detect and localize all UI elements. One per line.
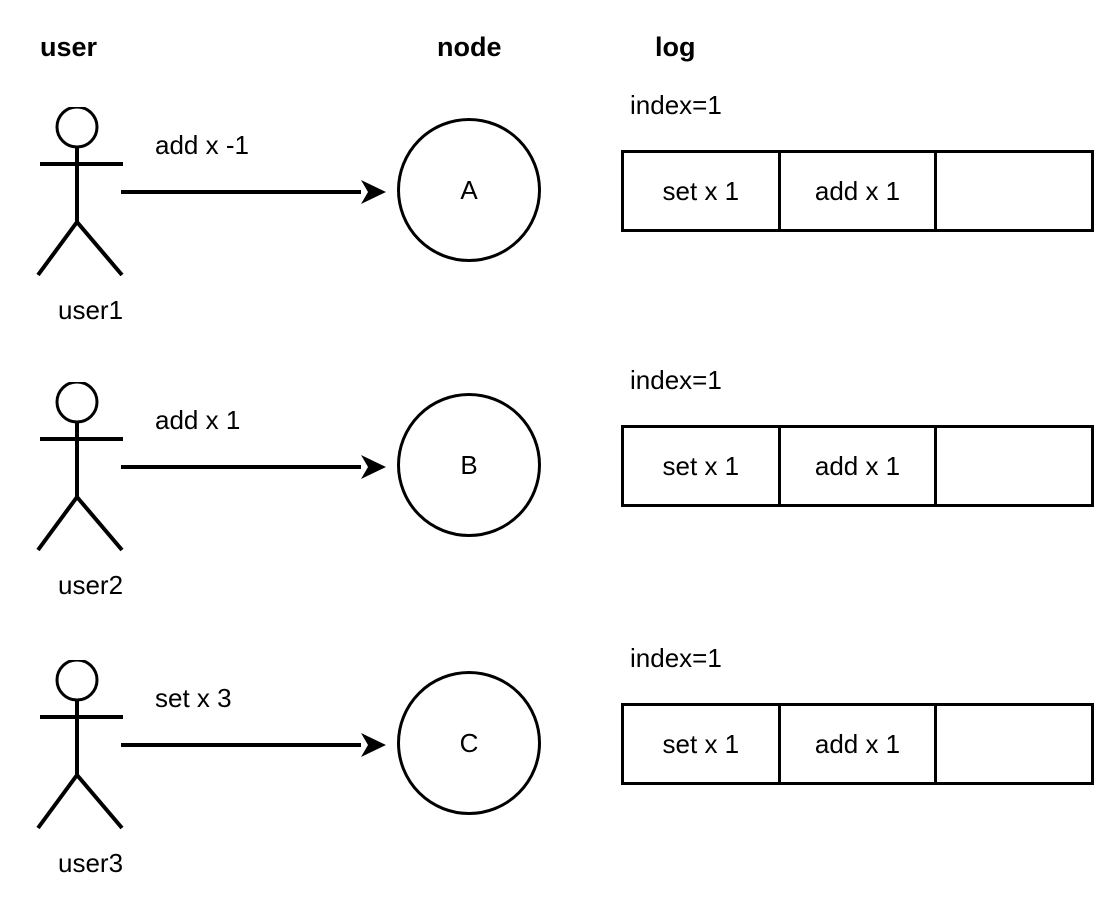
arrow-right-icon [121,730,386,760]
node-label: A [460,175,478,205]
stick-figure-icon [20,382,180,562]
node-a: A [397,118,541,262]
log-table: set x 1 add x 1 [621,150,1094,232]
message-label: set x 3 [155,683,232,713]
log-cell: set x 1 [624,706,781,782]
actor-user2: user2 [20,382,180,600]
stick-figure-icon [20,660,180,840]
column-header-log: log [655,32,696,62]
arrow-right-icon [121,177,386,207]
log-cell: add x 1 [781,706,938,782]
message-arrow-user3-to-c [121,730,386,760]
log-index-label: index=1 [630,90,722,120]
node-circle [397,671,541,815]
message-arrow-user1-to-a [121,177,386,207]
actor-label: user2 [58,570,124,600]
diagram-row: user1 add x -1 A index=1 set x 1 add x 1 [0,90,1118,382]
stick-figure-icon [20,107,180,287]
column-header-user: user [40,32,98,62]
node-circle [397,118,541,262]
log-cell: set x 1 [624,428,781,504]
node-circle [397,393,541,537]
log-table: set x 1 add x 1 [621,425,1094,507]
node-b: B [397,393,541,537]
message-label: add x 1 [155,405,241,435]
arrow-right-icon [121,452,386,482]
actor-user3: user3 [20,660,180,878]
column-header-node: node [437,32,502,62]
actor-user1: user1 [20,107,180,325]
log-index-label: index=1 [630,643,722,673]
message-label: add x -1 [155,130,249,160]
log-table: set x 1 add x 1 [621,703,1094,785]
node-label: C [459,728,479,758]
actor-label: user1 [58,295,124,325]
log-cell-empty [937,153,1091,229]
node-label: B [460,450,478,480]
log-cell-empty [937,706,1091,782]
log-cell: set x 1 [624,153,781,229]
log-index-label: index=1 [630,365,722,395]
diagram-row: user2 add x 1 B index=1 set x 1 add x 1 [0,365,1118,657]
node-c: C [397,671,541,815]
actor-label: user3 [58,848,124,878]
diagram-row: user3 set x 3 C index=1 set x 1 add x 1 [0,643,1118,916]
log-cell: add x 1 [781,428,938,504]
log-cell-empty [937,428,1091,504]
message-arrow-user2-to-b [121,452,386,482]
log-cell: add x 1 [781,153,938,229]
